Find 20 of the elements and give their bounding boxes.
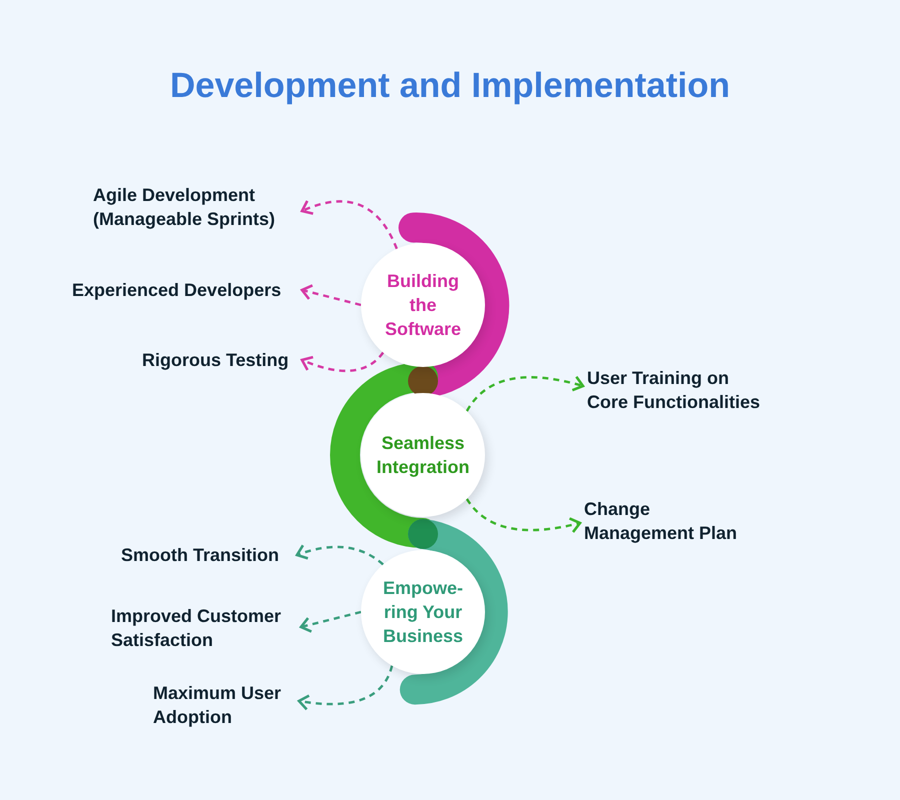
dashed-arrow [298, 665, 394, 711]
dashed-arrow [296, 544, 384, 566]
dashed-arrow [300, 610, 362, 633]
stage-label: Building the Software [384, 270, 462, 341]
dashed-arrow [300, 284, 362, 306]
stage-label: Seamless Integration [376, 432, 470, 479]
outcome-text: User Training on Core Functionalities [587, 366, 773, 414]
outcome-text: Maximum User Adoption [153, 681, 295, 729]
outcome-text: Improved Customer Satisfaction [111, 604, 297, 652]
outcome-text: Experienced Developers [72, 278, 298, 302]
outcome-text: Smooth Transition [121, 543, 293, 567]
dashed-arrow [300, 200, 398, 250]
dashed-arrow [300, 352, 384, 372]
stage-label: Empowe- ring Your Business [382, 577, 464, 648]
dashed-arrow [466, 498, 582, 534]
outcome-text: Change Management Plan [584, 497, 744, 545]
dashed-arrow [466, 376, 584, 412]
title: Development and Implementation [170, 66, 730, 105]
outcome-text: Agile Development (Manageable Sprints) [93, 183, 298, 231]
outcome-text: Rigorous Testing [142, 348, 298, 372]
